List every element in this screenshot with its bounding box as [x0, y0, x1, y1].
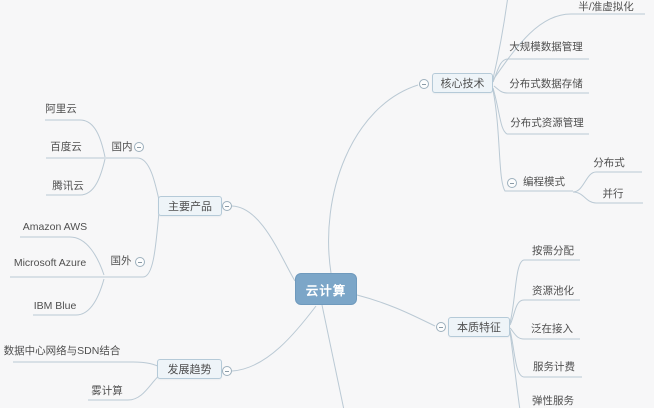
minus-icon — [439, 326, 443, 328]
edge-line — [509, 329, 582, 378]
minus-icon — [225, 205, 229, 207]
node-resource-pooling[interactable]: 资源池化 — [532, 284, 574, 297]
node-ubiquitous-access[interactable]: 泛在接入 — [531, 322, 573, 335]
node-fog-computing[interactable]: 雾计算 — [91, 384, 123, 397]
minus-icon — [138, 261, 142, 263]
node-root[interactable]: 云计算 — [295, 273, 357, 305]
node-foreign[interactable]: 国外 — [110, 254, 132, 267]
minus-icon — [225, 370, 229, 372]
edge-line — [33, 278, 105, 316]
edge-line — [45, 119, 106, 158]
edge-line — [321, 304, 345, 408]
edge-line — [105, 157, 160, 201]
node-large-scale-data[interactable]: 大规模数据管理 — [509, 40, 583, 53]
edge-line — [231, 205, 296, 282]
edge-line — [493, 85, 589, 94]
node-para-virtualization[interactable]: 半/准虚拟化 — [578, 0, 634, 13]
edge-line — [492, 87, 589, 135]
edge-line — [231, 305, 317, 372]
collapse-toggle-essential[interactable] — [436, 322, 446, 332]
node-aliyun[interactable]: 阿里云 — [45, 102, 77, 115]
edge-line — [572, 171, 642, 193]
node-trends[interactable]: 发展趋势 — [157, 359, 222, 379]
collapse-toggle-main-products[interactable] — [222, 201, 232, 211]
edge-line — [492, 0, 508, 80]
edge-line — [105, 211, 160, 278]
node-baiduyun[interactable]: 百度云 — [50, 140, 82, 153]
node-essential[interactable]: 本质特征 — [448, 317, 510, 337]
node-core-tech[interactable]: 核心技术 — [432, 73, 493, 93]
node-service-billing[interactable]: 服务计费 — [533, 360, 575, 373]
collapse-toggle-programming-model[interactable] — [507, 178, 517, 188]
minus-icon — [422, 83, 426, 85]
collapse-toggle-trends[interactable] — [222, 366, 232, 376]
node-on-demand[interactable]: 按需分配 — [532, 244, 574, 257]
edge-line — [572, 191, 643, 204]
node-tencentyun[interactable]: 腾讯云 — [52, 179, 84, 192]
node-elastic-service[interactable]: 弹性服务 — [532, 394, 574, 407]
edge-line — [20, 236, 105, 276]
minus-icon — [510, 182, 514, 184]
collapse-toggle-domestic[interactable] — [134, 142, 144, 152]
edge-line — [13, 361, 163, 369]
edge-line — [492, 89, 573, 192]
node-programming-model[interactable]: 编程模式 — [523, 175, 565, 188]
node-dist-storage[interactable]: 分布式数据存储 — [509, 77, 583, 90]
node-amazon-aws[interactable]: Amazon AWS — [22, 220, 88, 233]
node-dist-resource[interactable]: 分布式资源管理 — [510, 116, 584, 129]
edge-line — [509, 259, 580, 324]
node-microsoft-azure[interactable]: Microsoft Azure — [13, 256, 87, 269]
edge-line — [509, 331, 521, 408]
collapse-toggle-foreign[interactable] — [135, 257, 145, 267]
node-parallel[interactable]: 并行 — [602, 187, 624, 200]
edge-line — [509, 327, 580, 340]
edge-line — [46, 158, 106, 196]
node-dc-sdn[interactable]: 数据中心网络与SDN结合 — [3, 344, 121, 357]
node-ibm-blue[interactable]: IBM Blue — [33, 299, 77, 312]
edge-line — [492, 58, 589, 83]
node-distributed[interactable]: 分布式 — [593, 156, 625, 169]
collapse-toggle-core-tech[interactable] — [419, 79, 429, 89]
edge-line — [328, 84, 419, 274]
node-main-products[interactable]: 主要产品 — [158, 196, 222, 216]
edge-line — [492, 13, 645, 81]
edge-line — [356, 294, 436, 327]
node-domestic[interactable]: 国内 — [111, 140, 133, 153]
edge-line — [509, 299, 580, 326]
minus-icon — [137, 146, 141, 148]
